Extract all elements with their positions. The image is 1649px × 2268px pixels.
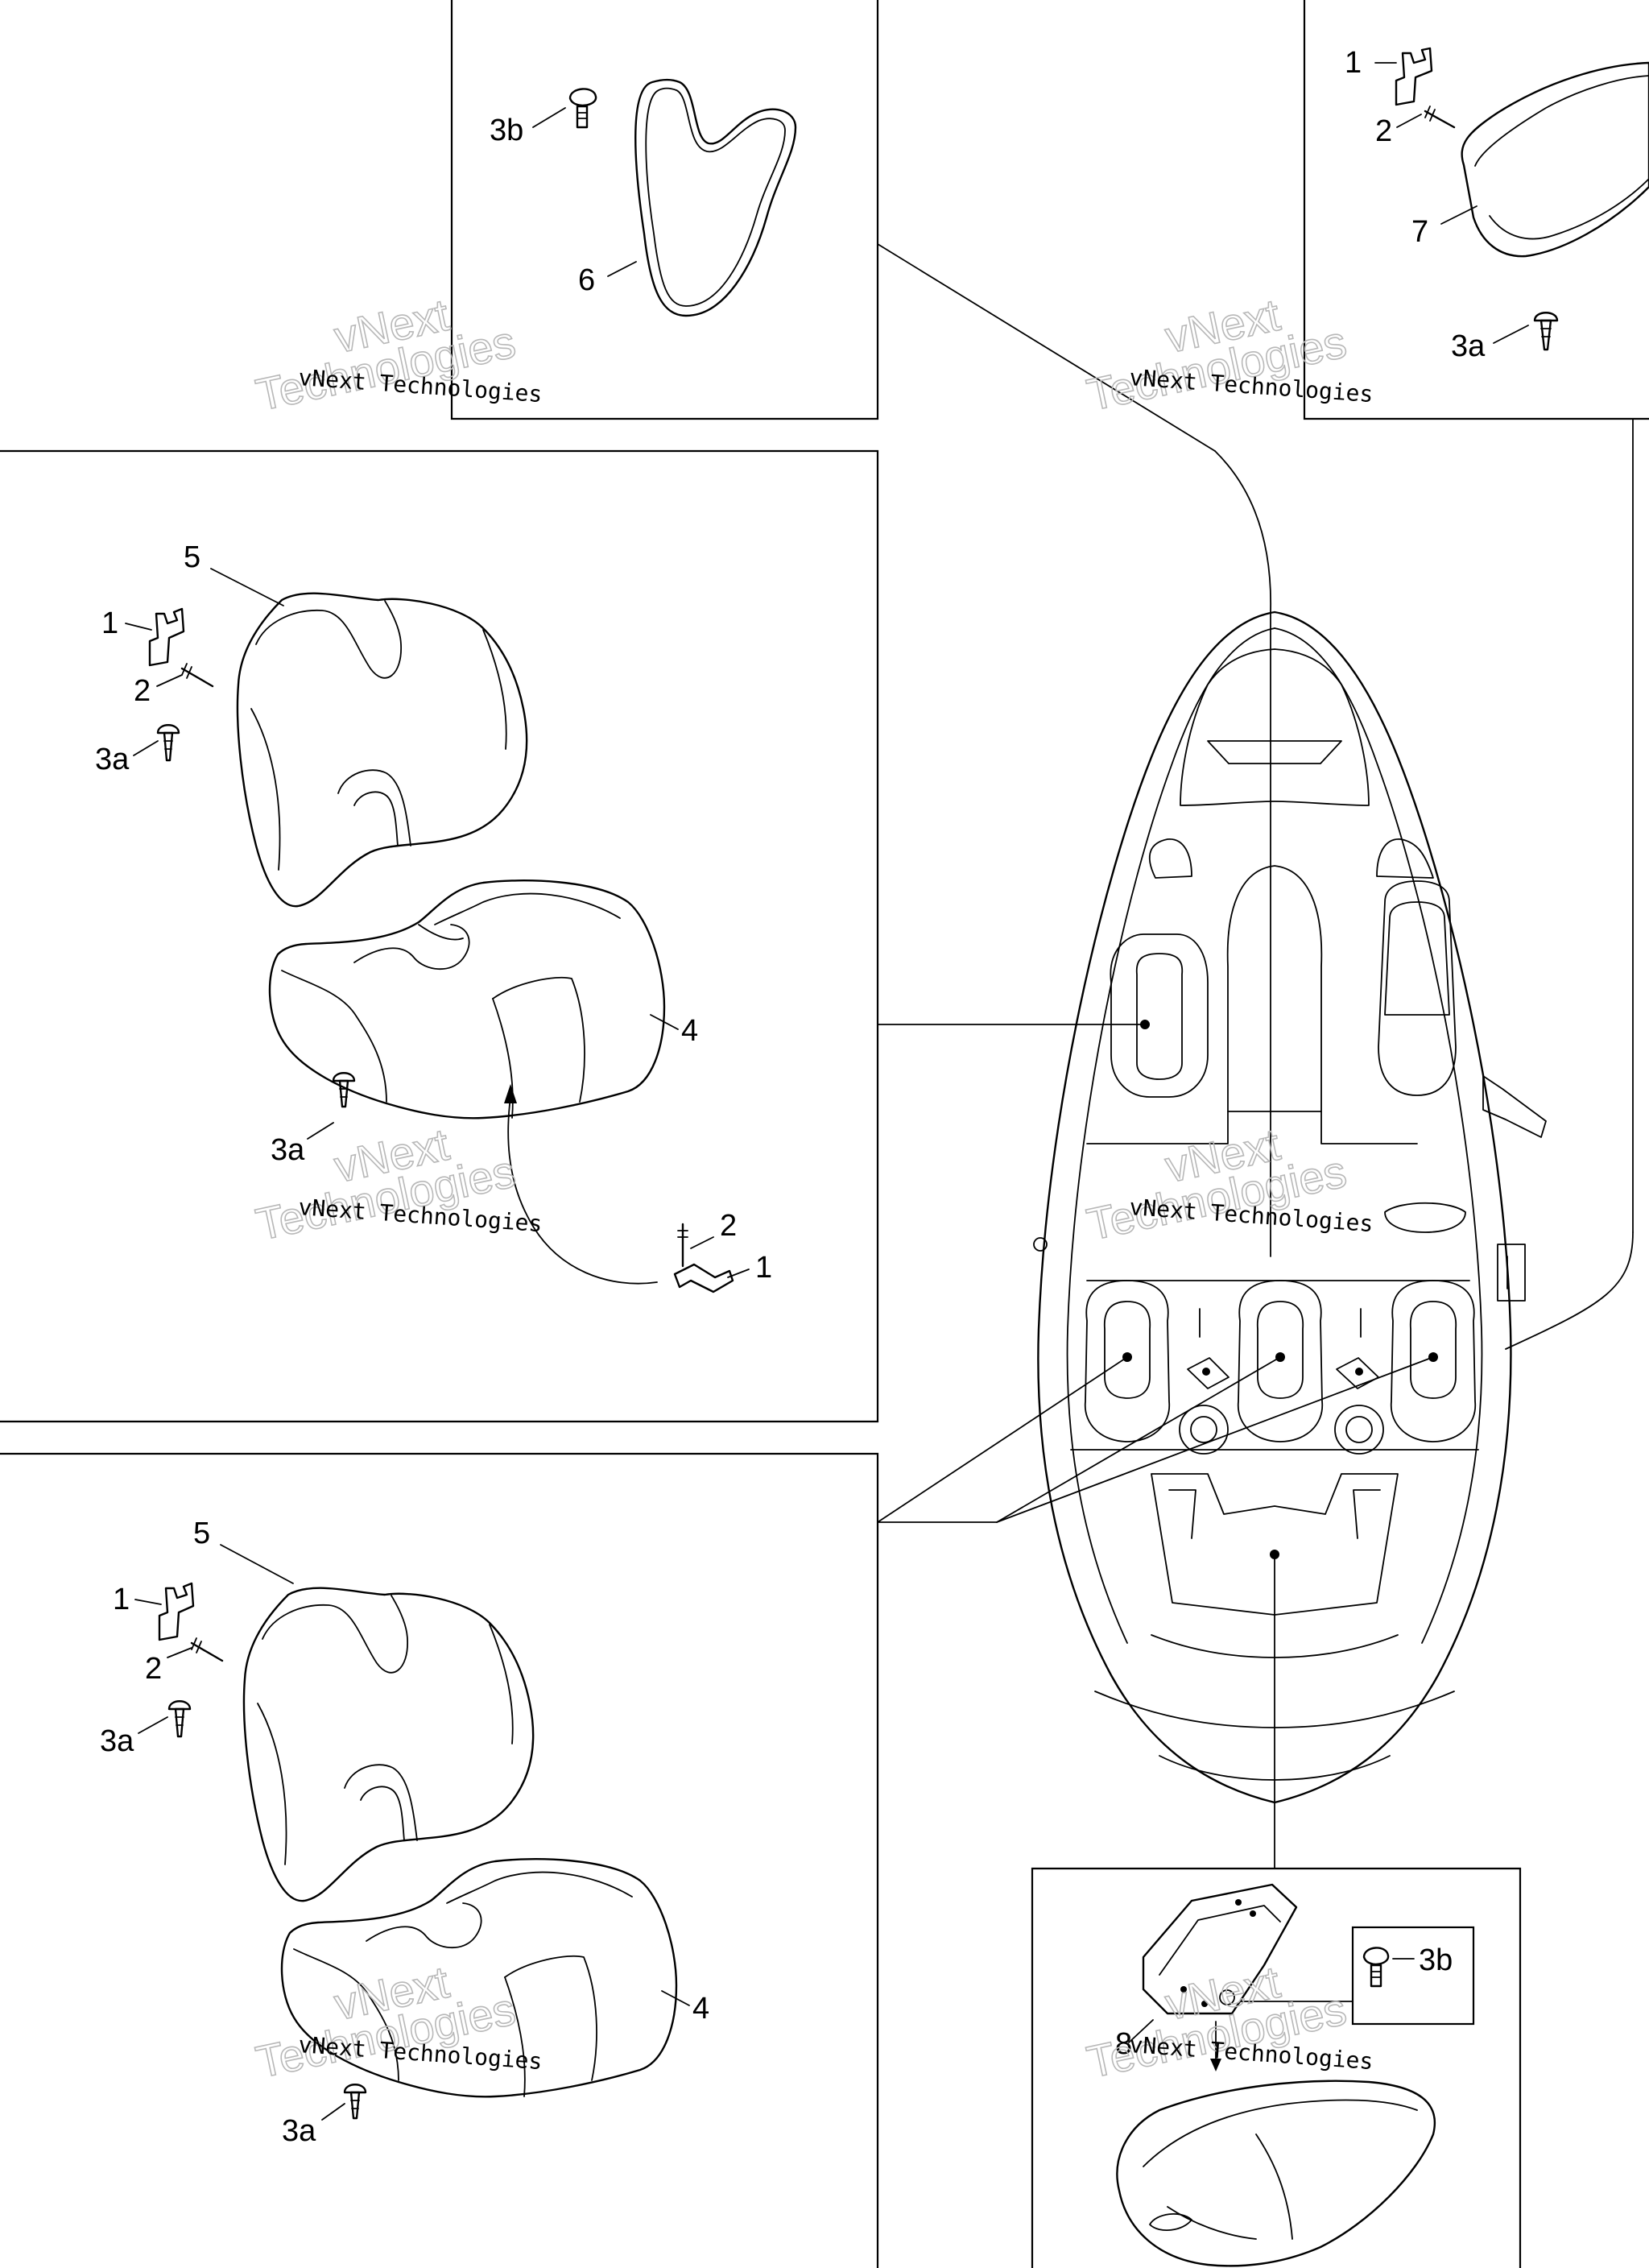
callout-5-upper: 5 (184, 540, 200, 574)
panel-middle-left: 5 1 2 3a 4 3a (95, 540, 772, 1293)
callout-8: 8 (1115, 2027, 1132, 2061)
leader-lower-left-d (996, 1356, 1434, 1523)
screw-3a-upper-b (332, 1072, 356, 1108)
callout-5-lower: 5 (193, 1517, 210, 1550)
leader-3b-top (532, 107, 566, 128)
callout-6: 6 (578, 263, 595, 297)
leader-lower-left-c (996, 1356, 1281, 1523)
leader-top-right-curve (1505, 1231, 1634, 1350)
panel-top-center: 3b 6 (490, 78, 797, 317)
install-arrow (507, 1096, 658, 1285)
bracket-1-upper (148, 607, 185, 667)
front-seat-pod (1110, 933, 1209, 1098)
rear-seat-right (1391, 1280, 1476, 1442)
backrest-pad-6 (634, 78, 797, 317)
knob-fastener-3b (568, 88, 597, 129)
seat-plate-8 (1142, 1883, 1298, 2015)
bracket-1 (1395, 47, 1433, 106)
leader-top-center (877, 243, 1216, 452)
panel-3b-inset-frame (1351, 1926, 1475, 2026)
rear-seat-center (1238, 1280, 1323, 1442)
panel-bottom-right-frame (1031, 1867, 1522, 2268)
callout-3a-lower-a: 3a (100, 1724, 134, 1758)
screw-3a-top-right (1533, 312, 1559, 351)
panel-top-center-frame (450, 0, 879, 420)
hull-outline (1037, 610, 1512, 1804)
callout-1-lower: 1 (113, 1583, 130, 1616)
callout-2-clip: 2 (720, 1209, 737, 1243)
hull-overview (1033, 610, 1547, 1804)
panel-top-right: 1 2 7 3a (1345, 46, 1649, 363)
callout-2-upper: 2 (134, 674, 151, 708)
callout-2-lower: 2 (145, 1652, 162, 1686)
callout-3b-inset: 3b (1419, 1943, 1453, 1977)
callout-4-upper: 4 (681, 1014, 698, 1048)
seat-cushion-4-lower (280, 1858, 678, 2098)
bracket-1-lower (158, 1582, 195, 1641)
backrest-5-lower (242, 1587, 535, 1902)
leader-lines (877, 243, 1634, 1869)
rear-seat-well (1226, 865, 1323, 1112)
callout-7: 7 (1411, 215, 1428, 249)
rear-seat-left (1085, 1280, 1170, 1442)
callout-3a-top-right: 3a (1451, 329, 1486, 363)
callout-3b: 3b (490, 114, 523, 147)
callout-3a-upper-a: 3a (95, 743, 130, 776)
panel-lower-left: 5 1 2 3a 4 3a (100, 1517, 709, 2148)
callout-3a-lower-b: 3a (282, 2114, 316, 2148)
seat-cushion-7 (1461, 61, 1649, 258)
callout-1-clip: 1 (755, 1251, 772, 1285)
seat-assembly-base (1116, 2080, 1436, 2267)
screw-3a-lower-b (343, 2084, 367, 2120)
pin-2-upper (180, 663, 214, 688)
backrest-5-upper (236, 592, 528, 908)
callout-4-lower: 4 (692, 1992, 709, 2026)
rear-deck (1151, 1473, 1399, 1616)
leader-6 (607, 261, 637, 277)
callout-1-upper: 1 (101, 606, 118, 640)
callout-3a-upper-b: 3a (271, 1133, 305, 1167)
panel-middle-left-frame (0, 449, 879, 1423)
seat-cushion-4-upper (268, 879, 666, 1120)
knob-fastener-3b-inset (1362, 1947, 1390, 1988)
panel-bottom-right: 8 3b (1115, 1883, 1453, 2267)
bracket-1-clip (673, 1263, 734, 1293)
console-pod (1378, 880, 1457, 1096)
pin-2-lower (190, 1637, 224, 1662)
leader-lower-left-a (877, 1356, 1128, 1523)
pin-2-clip (677, 1223, 688, 1268)
panel-top-right-frame (1303, 0, 1649, 420)
screw-3a-lower-a (167, 1700, 192, 1738)
callout-1-top-right: 1 (1345, 46, 1362, 80)
callout-2-top-right: 2 (1375, 114, 1392, 148)
panel-lower-left-frame (0, 1452, 879, 2268)
pin-2 (1424, 106, 1456, 129)
screw-3a-upper-a (156, 724, 180, 762)
leader-top-center-curve (1214, 450, 1272, 613)
